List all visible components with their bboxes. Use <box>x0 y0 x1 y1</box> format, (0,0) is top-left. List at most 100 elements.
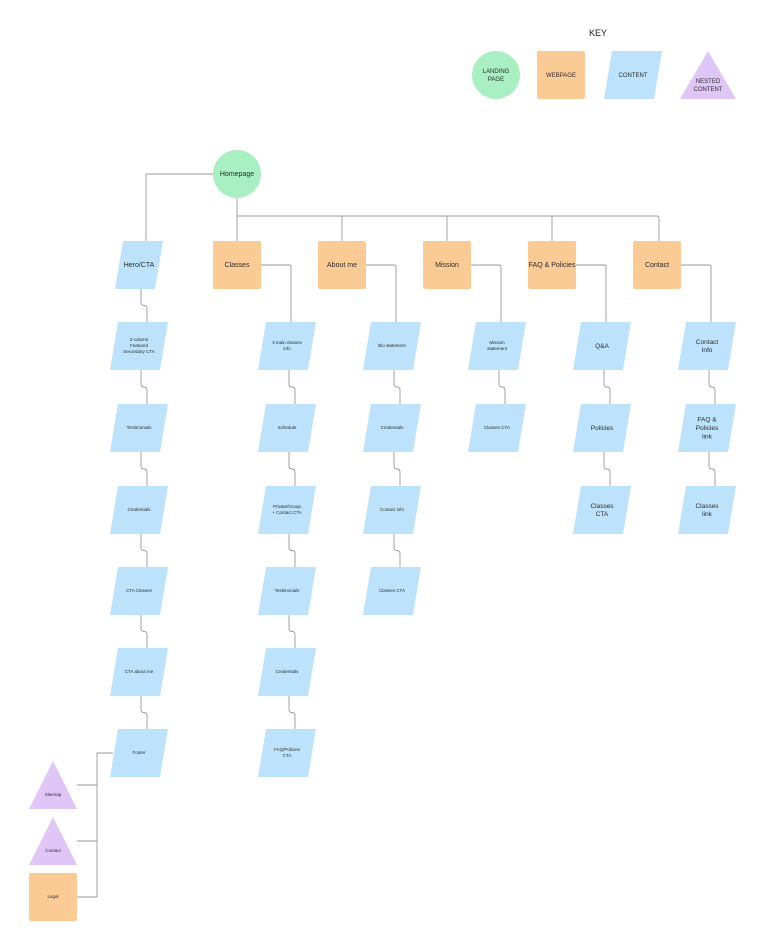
column-classes-item-1-shape <box>258 322 316 370</box>
column-hero-item-5[interactable] <box>110 648 168 696</box>
column-mission-item-1-connector <box>471 264 502 322</box>
column-classes-item-5-connector <box>288 615 296 648</box>
column-hero-item-1-connector <box>140 289 148 322</box>
footer-child-contact-shape <box>29 817 77 865</box>
column-about-node-shape <box>318 241 366 289</box>
column-hero-item-6[interactable] <box>110 729 168 777</box>
footer-child-legal[interactable] <box>29 873 77 921</box>
column-about-item-4-connector <box>393 534 401 567</box>
column-classes-item-1-connector <box>261 264 292 322</box>
column-classes-item-3-shape <box>258 486 316 534</box>
column-hero-item-5-shape <box>110 648 168 696</box>
column-classes-item-4-shape <box>258 567 316 615</box>
homepage-bus <box>237 215 660 241</box>
column-hero-item-3[interactable] <box>110 486 168 534</box>
column-classes-node[interactable] <box>213 241 261 289</box>
column-about-item-4-shape <box>363 567 421 615</box>
homepage-node[interactable] <box>213 150 261 198</box>
column-faq-item-1-label: Q&A <box>595 343 609 350</box>
column-classes-label: Classes <box>225 262 250 269</box>
column-hero-item-5-label: CTA about me <box>125 669 154 674</box>
column-hero-item-3-shape <box>110 486 168 534</box>
column-hero-item-1[interactable] <box>110 322 168 370</box>
column-classes-item-4-connector <box>288 534 296 567</box>
footer-child-contact[interactable] <box>29 817 77 865</box>
column-classes-item-6[interactable] <box>258 729 316 777</box>
column-classes-item-3[interactable] <box>258 486 316 534</box>
column-classes-item-6-shape <box>258 729 316 777</box>
footer-child-sitemap[interactable] <box>29 761 77 809</box>
key-webpage[interactable] <box>537 51 585 99</box>
key-nested-content[interactable] <box>680 51 736 99</box>
key-content[interactable] <box>604 51 662 99</box>
column-about-item-1-connector <box>366 264 397 322</box>
key-webpage-label: WEBPAGE <box>546 73 576 79</box>
column-mission-item-1[interactable] <box>468 322 526 370</box>
column-hero-item-2-shape <box>110 404 168 452</box>
column-about-item-1[interactable] <box>363 322 421 370</box>
column-about-item-2[interactable] <box>363 404 421 452</box>
column-hero-item-2[interactable] <box>110 404 168 452</box>
key-landing-page[interactable] <box>472 51 520 99</box>
footer-child-contact-label: Contact <box>45 848 61 853</box>
column-about-item-2-connector <box>393 370 401 404</box>
homepage-label: Homepage <box>220 171 254 178</box>
column-mission-item-2-shape <box>468 404 526 452</box>
column-about-item-2-shape <box>363 404 421 452</box>
column-hero-item-6-shape <box>110 729 168 777</box>
column-about-item-4[interactable] <box>363 567 421 615</box>
footer-child-sitemap-shape <box>29 761 77 809</box>
column-hero-item-4-connector <box>140 534 148 567</box>
column-about-item-3[interactable] <box>363 486 421 534</box>
column-hero-item-4[interactable] <box>110 567 168 615</box>
column-contact-label: Contact <box>645 262 669 269</box>
column-hero-node-shape <box>115 241 163 289</box>
column-about-item-1-label: Bio statement <box>378 343 406 348</box>
column-classes-item-1[interactable] <box>258 322 316 370</box>
column-hero-item-5-connector <box>140 615 148 648</box>
footer-child-sitemap-label: Sitemap <box>45 792 62 797</box>
column-faq-label: FAQ & Policies <box>529 262 576 269</box>
column-classes-item-2[interactable] <box>258 404 316 452</box>
column-faq-item-3[interactable] <box>573 486 631 534</box>
column-contact-node[interactable] <box>633 241 681 289</box>
column-classes-item-2-connector <box>288 370 296 404</box>
column-about-item-3-label: Contact info <box>380 507 405 512</box>
column-faq-item-1[interactable] <box>573 322 631 370</box>
column-mission-item-2-connector <box>498 370 506 404</box>
column-hero-item-4-shape <box>110 567 168 615</box>
footer-child-legal-label: Legal <box>47 894 58 899</box>
column-contact-item-3[interactable] <box>678 486 736 534</box>
column-mission-item-2-label: Classes CTA <box>484 425 510 430</box>
connector-lines <box>77 173 716 898</box>
column-about-item-4-label: Classes CTA <box>379 588 405 593</box>
footer-trunk <box>96 752 113 897</box>
column-faq-item-2-label: Policies <box>591 425 614 432</box>
column-mission-node[interactable] <box>423 241 471 289</box>
column-faq-item-1-connector <box>576 264 607 322</box>
column-classes-item-5[interactable] <box>258 648 316 696</box>
key-content-label: CONTENT <box>619 73 648 79</box>
column-classes-item-3-label: Private/Group+ Contact CTA <box>272 504 301 515</box>
column-faq-item-3-connector <box>603 452 611 486</box>
column-hero-node[interactable] <box>115 241 163 289</box>
column-faq-node[interactable] <box>528 241 576 289</box>
column-contact-item-1[interactable] <box>678 322 736 370</box>
column-about-item-2-label: Credentials <box>381 425 405 430</box>
column-faq-item-3-shape <box>573 486 631 534</box>
column-faq-item-2[interactable] <box>573 404 631 452</box>
column-contact-item-2[interactable] <box>678 404 736 452</box>
column-hero-item-2-label: Testimonials <box>127 425 153 430</box>
column-about-label: About me <box>327 262 357 269</box>
column-hero-item-3-label: Credentials <box>128 507 152 512</box>
column-about-node[interactable] <box>318 241 366 289</box>
column-classes-item-4[interactable] <box>258 567 316 615</box>
column-mission-item-2[interactable] <box>468 404 526 452</box>
column-classes-item-6-connector <box>288 696 296 729</box>
column-classes-node-shape <box>213 241 261 289</box>
